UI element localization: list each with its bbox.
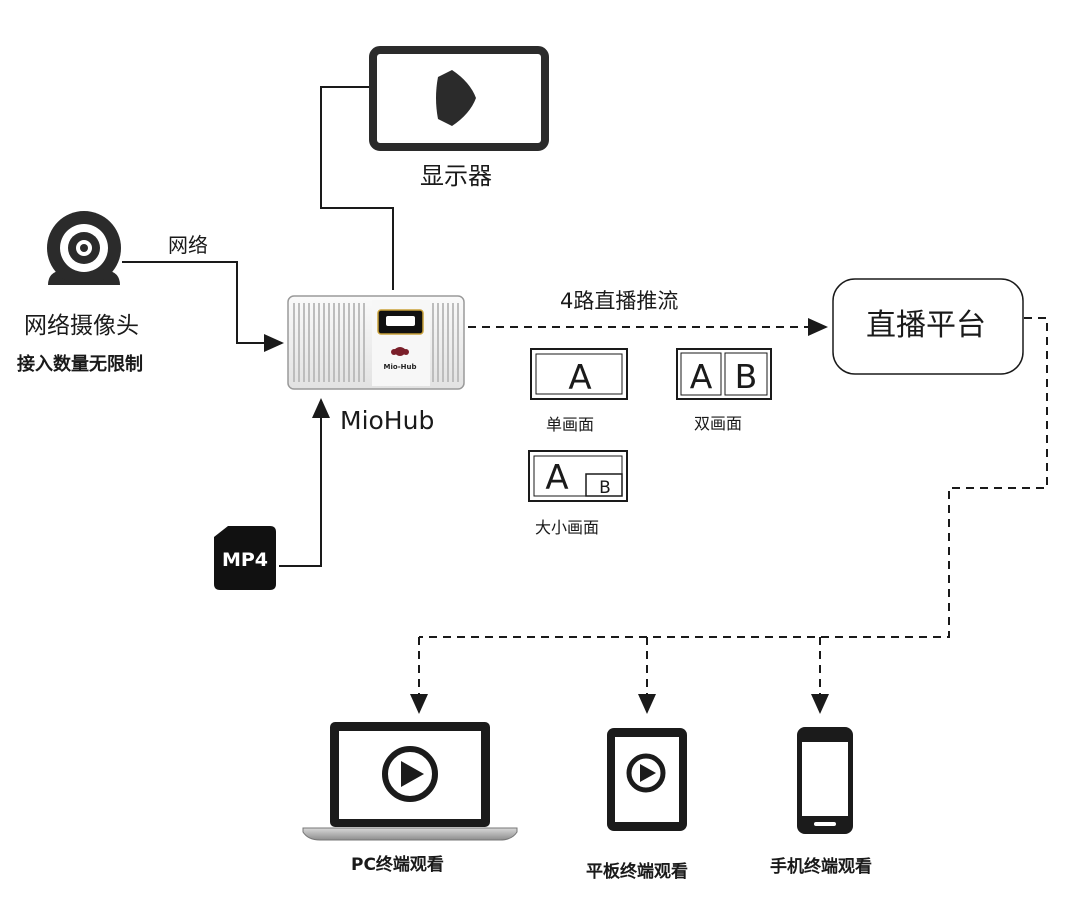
camera-note: 接入数量无限制 <box>17 354 143 375</box>
platform-box <box>832 278 1024 375</box>
camera-name: 网络摄像头 <box>24 313 139 339</box>
double-tile-b: B <box>735 357 758 396</box>
terminal-pc-label: PC终端观看 <box>351 855 444 875</box>
layout-double-icon: A B <box>676 348 772 400</box>
platform-distribution-line <box>419 317 1048 638</box>
connector-lines <box>122 86 1048 714</box>
single-tile-a: A <box>568 358 591 398</box>
layout-pip-label: 大小画面 <box>535 518 600 537</box>
brand-mark: Mio-Hub <box>384 363 417 371</box>
pip-tile-a: A <box>545 458 568 498</box>
platform-label: 直播平台 <box>866 308 986 343</box>
stream-label: 4路直播推流 <box>560 289 679 313</box>
layout-pip-icon: A B <box>528 450 628 502</box>
terminal-phone-label: 手机终端观看 <box>770 857 872 877</box>
tablet-play-icon <box>607 728 687 831</box>
smartphone-icon <box>797 727 853 834</box>
layout-single-label: 单画面 <box>546 415 595 434</box>
terminal-tablet-label: 平板终端观看 <box>586 862 688 882</box>
pip-tile-b: B <box>599 478 611 498</box>
device-name: MioHub <box>340 406 435 435</box>
double-tile-a: A <box>690 357 713 396</box>
layout-single-icon: A <box>530 348 628 400</box>
layout-double-label: 双画面 <box>694 414 743 433</box>
camera-link-label: 网络 <box>168 233 208 257</box>
mp4-file-icon: MP4 <box>214 526 276 590</box>
mp4-link-line <box>279 398 330 567</box>
vent-slats <box>293 303 459 382</box>
camera-link-line <box>122 261 284 352</box>
miohub-device-icon: Mio-Hub <box>287 295 465 390</box>
webcam-icon <box>47 211 121 285</box>
monitor-play-icon <box>369 46 549 151</box>
laptop-play-icon <box>302 722 518 841</box>
display-label: 显示器 <box>420 162 492 190</box>
mp4-label: MP4 <box>222 549 268 571</box>
display-link-line <box>320 86 394 290</box>
